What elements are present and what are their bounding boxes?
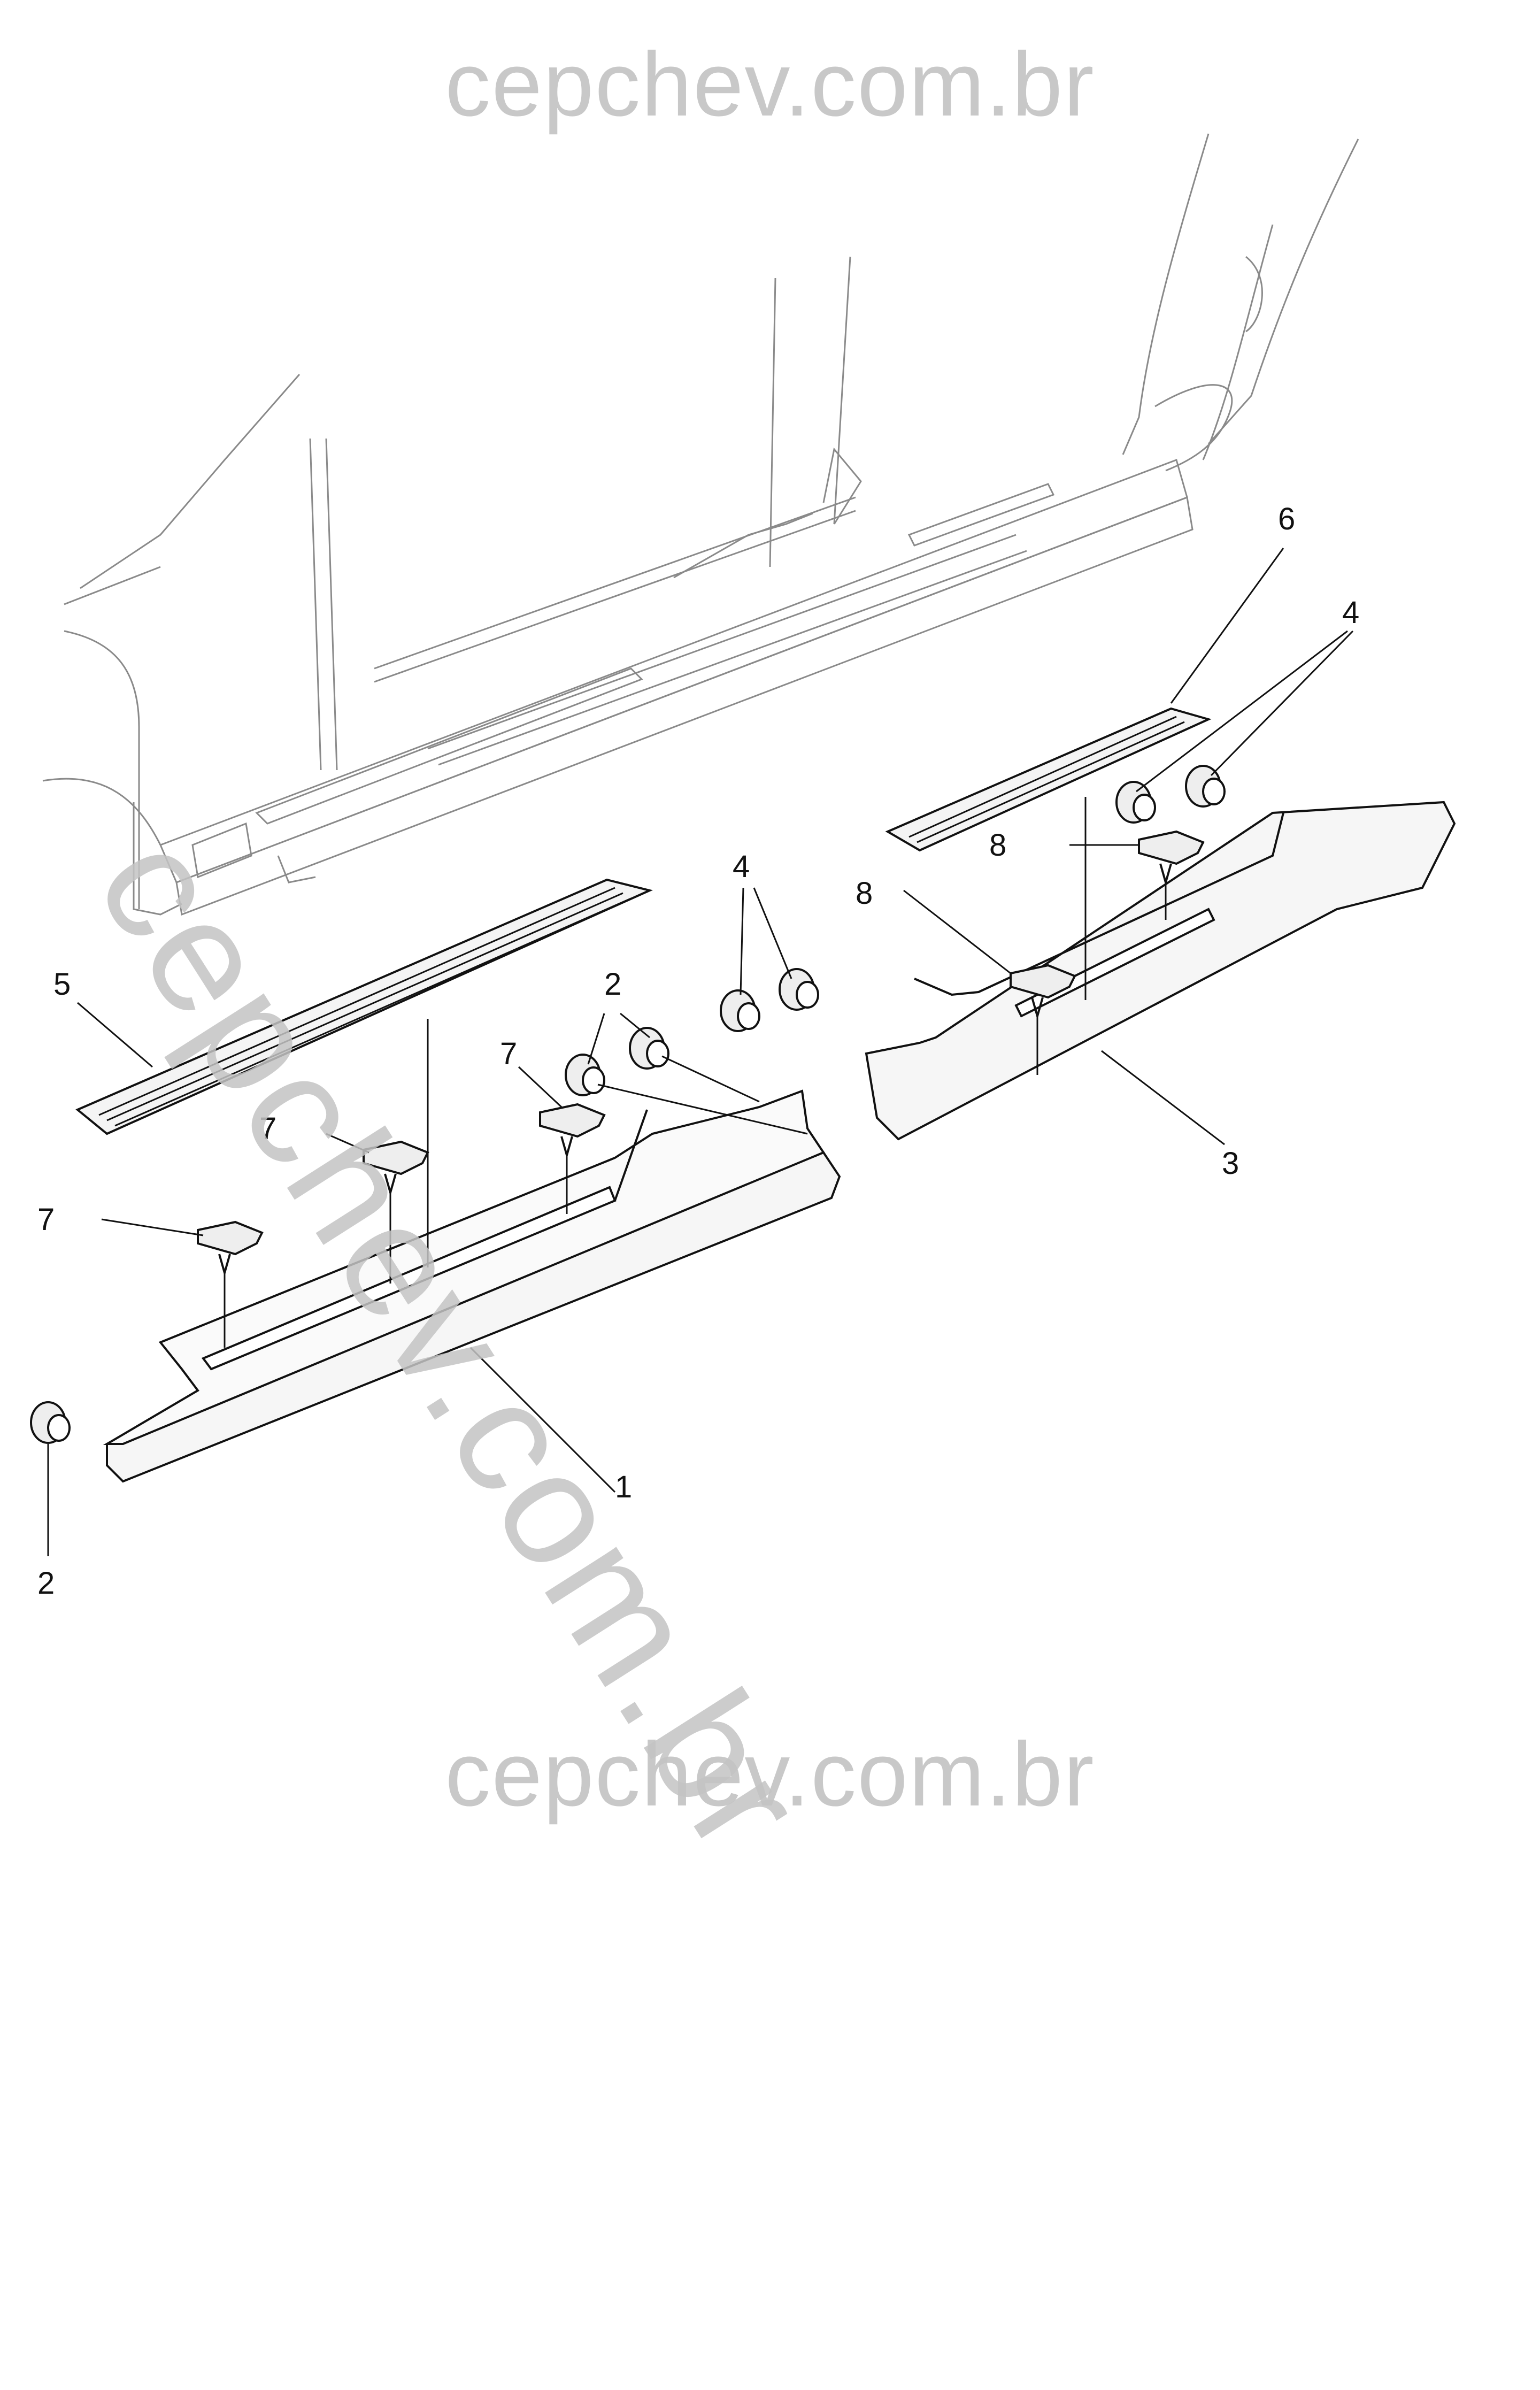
part-1-front-rocker-trim [103,1089,841,1483]
watermark-top: cepchev.com.br [445,34,1095,135]
callout-8-lower: 8 [856,876,873,911]
clip-4-c [1115,781,1156,824]
clip-2-mid-a [565,1054,605,1096]
callout-7-c: 7 [37,1202,55,1237]
part-5-front-sill-plate [75,878,653,1135]
fasteners [30,765,1226,1444]
callout-8-upper: 8 [989,828,1006,863]
vehicle-body-outline [42,133,1359,916]
exploded-parts-diagram: 1 2 2 3 4 4 5 6 7 7 7 8 8 cepchev.com.br… [30,34,1456,1883]
pin-7-b [363,1140,429,1197]
callout-7-a: 7 [500,1036,517,1071]
clip-2-mid-b [629,1027,669,1070]
callout-6: 6 [1278,502,1295,536]
callout-2-mid: 2 [604,967,621,1002]
pin-7-a [197,1220,264,1277]
clip-4-a [720,989,760,1032]
clip-2-left [30,1401,71,1444]
pin-8-b [1138,830,1205,887]
callout-1: 1 [615,1470,632,1504]
pin-7-c [539,1103,606,1159]
part-6-rear-sill-plate [885,707,1212,852]
diagram-canvas: 1 2 2 3 4 4 5 6 7 7 7 8 8 [30,133,1456,1601]
callout-4-front: 4 [733,849,750,884]
callout-5: 5 [53,967,71,1002]
watermark-bottom: cepchev.com.br [445,1724,1095,1825]
callout-3: 3 [1222,1146,1239,1181]
callout-7-b: 7 [259,1111,276,1146]
callout-4-rear: 4 [1342,595,1359,630]
clip-4-d [1185,765,1226,808]
clip-4-b [779,968,819,1011]
callout-2-left: 2 [37,1566,55,1601]
callout-labels: 1 2 2 3 4 4 5 6 7 7 7 8 8 [37,502,1359,1601]
leader-lines [47,548,1354,1556]
